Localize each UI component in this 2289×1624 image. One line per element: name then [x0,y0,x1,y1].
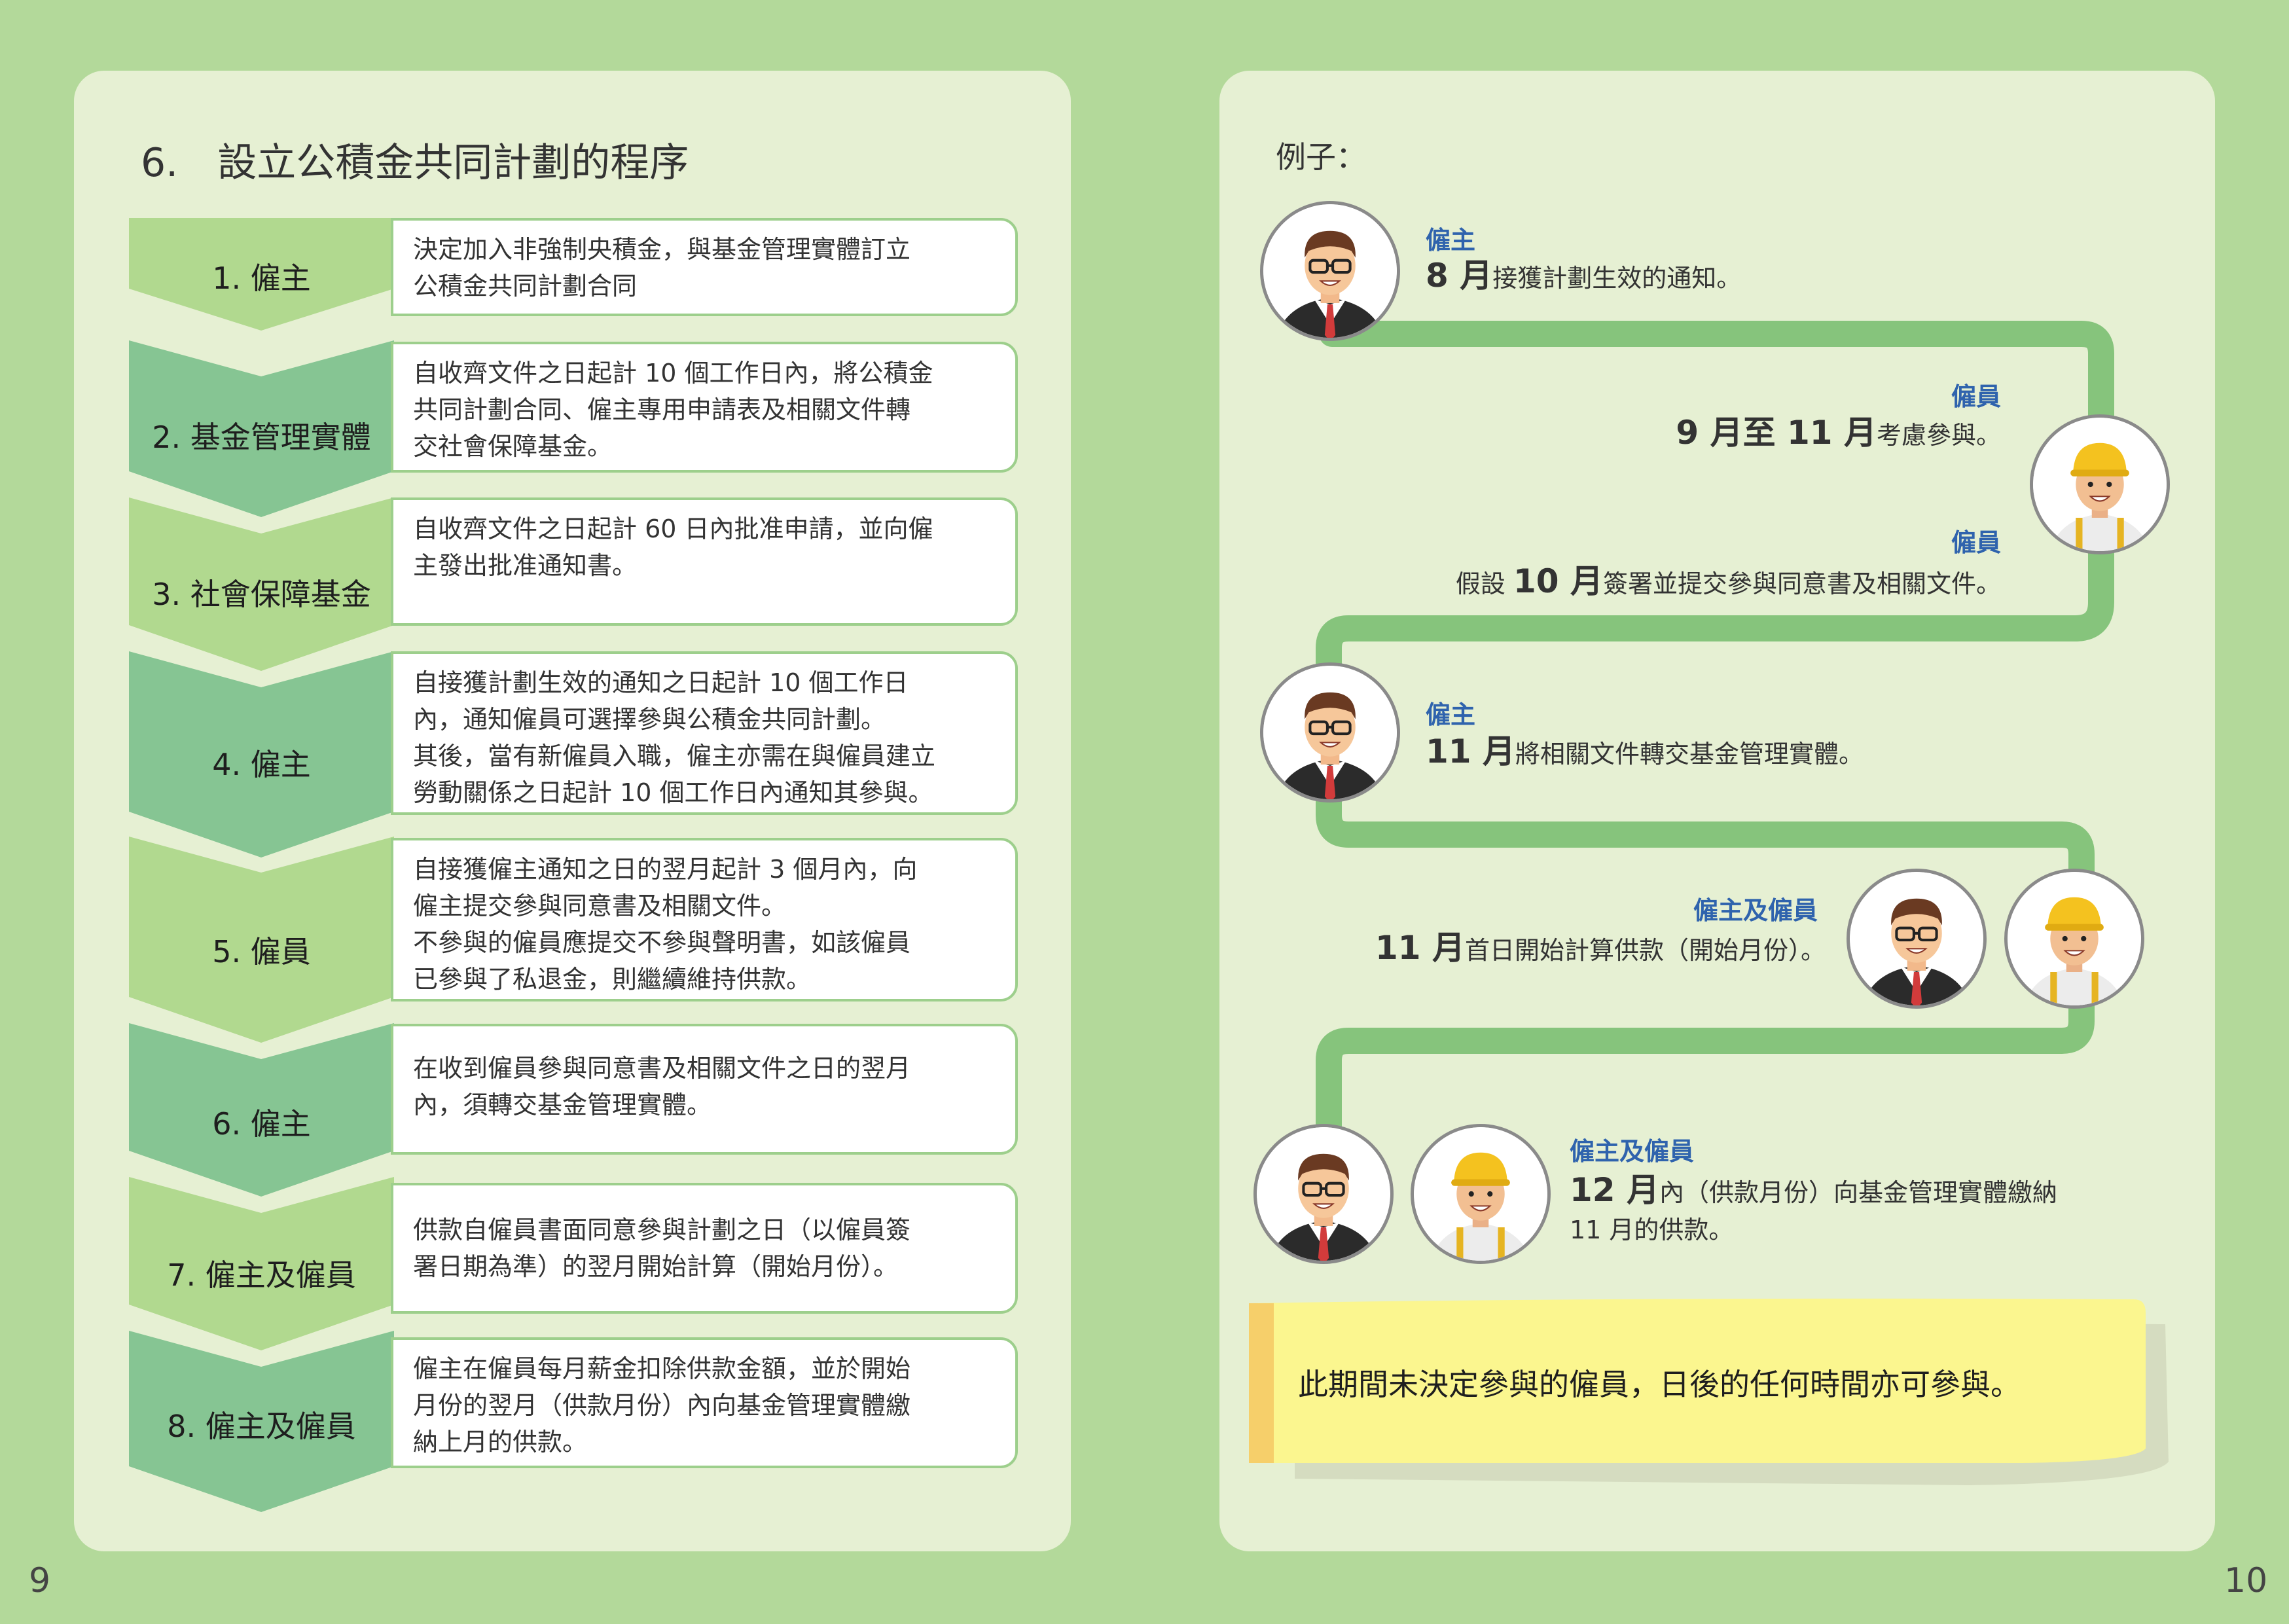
event-description: 11 月首日開始計算供款（開始月份）。 [1375,929,1826,969]
step-text-line: 署日期為準）的翌月開始計算（開始月份）。 [413,1252,899,1281]
step-text-line: 主發出批准通知書。 [413,551,638,580]
step-text-line: 內，須轉交基金管理實體。 [413,1091,712,1119]
step-arrow: 8. 僱主及僱員 [129,1331,394,1512]
step-arrow: 7. 僱主及僱員 [129,1177,394,1350]
step-text-line: 已參與了私退金，則繼續維持供款。 [413,965,812,994]
employee-avatar [2030,414,2170,554]
event-text: 首日開始計算供款（開始月份）。 [1464,936,1826,965]
event-text: 簽署並提交參與同意書及相關文件。 [1602,569,2001,598]
step-text-line: 月份的翌月（供款月份）內向基金管理實體繳 [413,1391,911,1420]
event-who-label: 僱主 [1426,226,1476,255]
employer-avatar [1847,869,1987,1009]
step-description: 供款自僱員書面同意參與計劃之日（以僱員簽 署日期為準）的翌月開始計算（開始月份）… [391,1183,1018,1314]
event-description: 11 月將相關文件轉交基金管理實體。 [1426,733,1864,772]
step-text-line: 自收齊文件之日起計 10 個工作日內，將公積金 [413,359,933,388]
step-arrow: 6. 僱主 [129,1023,394,1197]
note-text: 此期間未決定參與的僱員，日後的任何時間亦可參與。 [1298,1367,2021,1402]
example-title: 例子： [1276,139,1366,175]
step-description: 自接獲僱主通知之日的翌月起計 3 個月內，向 僱主提交參與同意書及相關文件。 不… [391,838,1018,1001]
event-who-label: 僱員 [1951,382,2001,411]
step-text-line: 自接獲僱主通知之日的翌月起計 3 個月內，向 [413,855,918,884]
step-description: 自收齊文件之日起計 10 個工作日內，將公積金 共同計劃合同、僱主專用申請表及相… [391,342,1018,473]
step-label: 5. 僱員 [212,934,311,969]
step-arrow: 5. 僱員 [129,837,394,1043]
step-text-line: 納上月的供款。 [413,1428,588,1456]
event-month: 12 月 [1570,1171,1659,1209]
page-number-right: 10 [2224,1561,2268,1600]
employer-avatar [1260,201,1400,341]
event-description: 12 月內（供款月份）向基金管理實體繳納 [1570,1172,2057,1211]
event-month: 8 月 [1426,257,1493,295]
event-text: 接獲計劃生效的通知。 [1492,264,1742,293]
event-who-label: 僱員 [1951,528,2001,557]
step-arrow: 2. 基金管理實體 [129,340,394,517]
section-title: 6. 設立公積金共同計劃的程序 [141,140,689,186]
event-text: 將相關文件轉交基金管理實體。 [1515,740,1864,768]
employer-avatar [1253,1124,1394,1264]
employee-avatar [1411,1124,1551,1264]
step-text-line: 其後，當有新僱員入職，僱主亦需在與僱員建立 [413,742,936,770]
step-text-line: 僱主在僱員每月薪金扣除供款金額，並於開始 [413,1354,911,1383]
step-label: 7. 僱主及僱員 [167,1257,356,1293]
step-text-line: 決定加入非強制央積金，與基金管理實體訂立 [413,235,911,264]
event-who-label: 僱主及僱員 [1570,1137,1695,1166]
step-text-line: 交社會保障基金。 [413,432,613,461]
note-box: 此期間未決定參與的僱員，日後的任何時間亦可參與。 [1249,1298,2169,1485]
event-month: 9 月至 11 月 [1676,414,1877,452]
event-description: 假設 10 月簽署並提交參與同意書及相關文件。 [1456,563,2001,602]
step-text-line: 內，通知僱員可選擇參與公積金共同計劃。 [413,705,886,734]
step-label: 6. 僱主 [212,1106,311,1142]
step-label: 3. 社會保障基金 [152,577,371,612]
event-description: 9 月至 11 月考慮參與。 [1676,414,2001,454]
step-text-line: 在收到僱員參與同意書及相關文件之日的翌月 [413,1054,911,1083]
step-description: 在收到僱員參與同意書及相關文件之日的翌月 內，須轉交基金管理實體。 [391,1024,1018,1155]
event-pre-text: 假設 [1455,569,1513,598]
step-text-line: 自收齊文件之日起計 60 日內批准申請，並向僱 [413,514,933,543]
event-text: 內（供款月份）向基金管理實體繳納 [1659,1178,2058,1207]
step-text-line: 不參與的僱員應提交不參與聲明書，如該僱員 [413,928,911,957]
step-label: 8. 僱主及僱員 [167,1409,356,1444]
step-label: 4. 僱主 [212,747,311,782]
step-arrow: 1. 僱主 [129,218,394,331]
event-description: 8 月接獲計劃生效的通知。 [1426,257,1741,297]
employee-avatar [2004,869,2144,1009]
event-month: 10 月 [1513,562,1603,600]
event-who-label: 僱主及僱員 [1693,896,1818,925]
step-label: 2. 基金管理實體 [152,420,371,455]
step-description: 自收齊文件之日起計 60 日內批准申請，並向僱 主發出批准通知書。 [391,497,1018,626]
step-text-line: 自接獲計劃生效的通知之日起計 10 個工作日 [413,668,909,697]
step-description: 決定加入非強制央積金，與基金管理實體訂立 公積金共同計劃合同 [391,218,1018,316]
step-text-line: 供款自僱員書面同意參與計劃之日（以僱員簽 [413,1216,911,1244]
employer-avatar [1260,662,1400,803]
event-month: 11 月 [1375,929,1465,967]
step-arrow: 3. 社會保障基金 [129,497,394,671]
event-who-label: 僱主 [1426,700,1476,729]
step-text-line: 公積金共同計劃合同 [413,272,638,300]
event-month: 11 月 [1426,732,1515,770]
event-text: 考慮參與。 [1876,421,2001,450]
step-description: 自接獲計劃生效的通知之日起計 10 個工作日 內，通知僱員可選擇參與公積金共同計… [391,651,1018,815]
step-text-line: 共同計劃合同、僱主專用申請表及相關文件轉 [413,395,911,424]
step-text-line: 勞動關係之日起計 10 個工作日內通知其參與。 [413,778,933,807]
page-number-left: 9 [29,1561,51,1600]
event-description-continued: 11 月的供款。 [1570,1216,1734,1244]
step-description: 僱主在僱員每月薪金扣除供款金額，並於開始 月份的翌月（供款月份）內向基金管理實體… [391,1337,1018,1468]
step-arrow: 4. 僱主 [129,651,394,857]
step-label: 1. 僱主 [212,261,311,296]
step-text-line: 僱主提交參與同意書及相關文件。 [413,892,787,920]
